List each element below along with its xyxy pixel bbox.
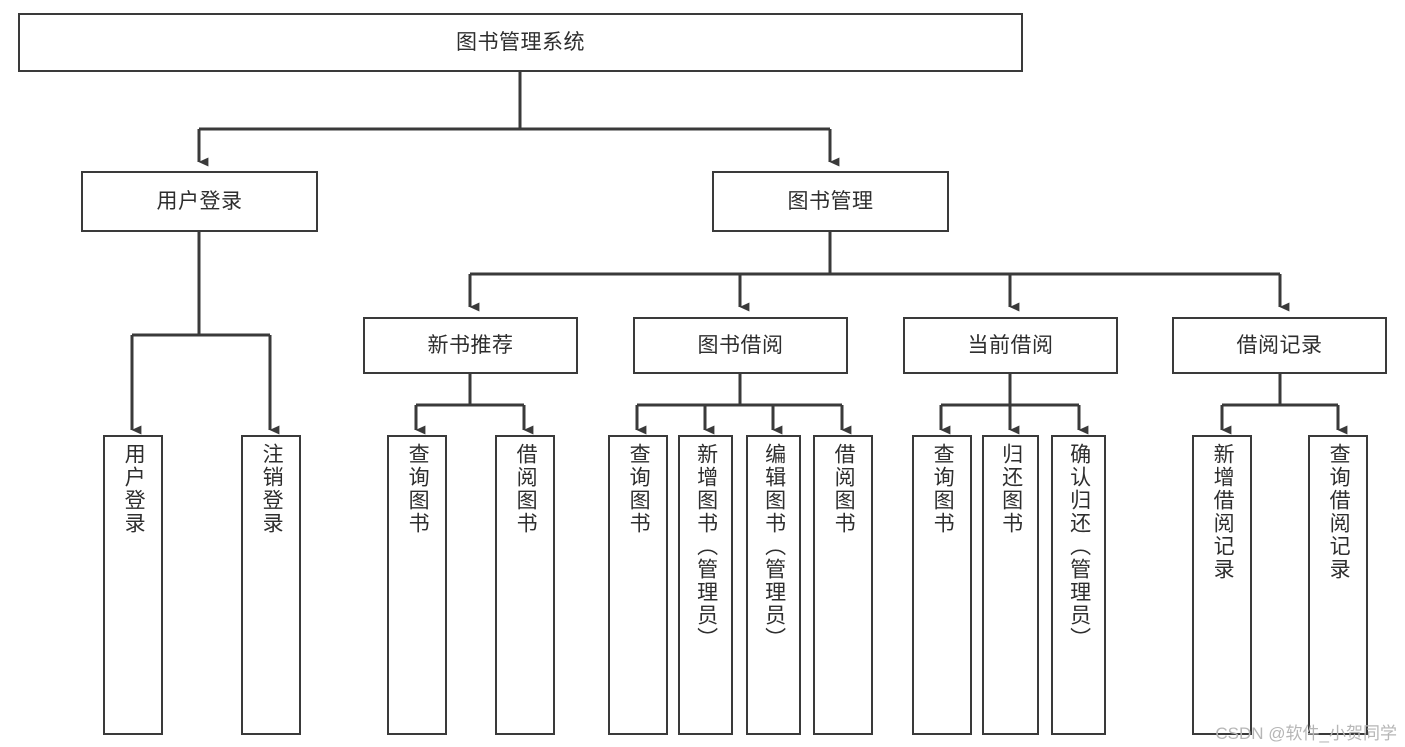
node-leaf-borrow-book-2-label: 借阅图书 [832,443,856,535]
node-new-book-rec[interactable]: 新书推荐 [363,317,578,374]
node-leaf-add-borrow-record-label: 新增借阅记录 [1211,443,1235,581]
node-leaf-edit-book-admin-label: 编辑图书（管理员） [762,443,786,650]
node-leaf-logout-label: 注销登录 [260,443,284,535]
node-leaf-query-book-3[interactable]: 查询图书 [912,435,972,735]
node-book-borrow-label: 图书借阅 [697,333,784,357]
node-leaf-borrow-book-1-label: 借阅图书 [514,443,538,535]
node-leaf-add-borrow-record[interactable]: 新增借阅记录 [1192,435,1252,735]
node-user-login[interactable]: 用户登录 [81,171,318,232]
node-leaf-query-book-2[interactable]: 查询图书 [608,435,668,735]
node-borrow-record-label: 借阅记录 [1236,333,1323,357]
node-leaf-query-book-1-label: 查询图书 [406,443,430,535]
node-leaf-user-login[interactable]: 用户登录 [103,435,163,735]
node-leaf-user-login-label: 用户登录 [122,443,146,535]
node-leaf-return-book-label: 归还图书 [999,443,1023,535]
node-root[interactable]: 图书管理系统 [18,13,1023,72]
node-new-book-rec-label: 新书推荐 [427,333,514,357]
node-leaf-return-book[interactable]: 归还图书 [982,435,1039,735]
node-borrow-record[interactable]: 借阅记录 [1172,317,1387,374]
node-leaf-edit-book-admin[interactable]: 编辑图书（管理员） [746,435,801,735]
node-leaf-query-book-2-label: 查询图书 [627,443,651,535]
node-leaf-confirm-return-admin-label: 确认归还（管理员） [1067,443,1091,650]
node-current-borrow[interactable]: 当前借阅 [903,317,1118,374]
node-book-manage[interactable]: 图书管理 [712,171,949,232]
node-leaf-borrow-book-2[interactable]: 借阅图书 [813,435,873,735]
node-leaf-confirm-return-admin[interactable]: 确认归还（管理员） [1051,435,1106,735]
node-current-borrow-label: 当前借阅 [967,333,1054,357]
node-leaf-query-borrow-record[interactable]: 查询借阅记录 [1308,435,1368,735]
node-book-manage-label: 图书管理 [787,189,874,213]
node-leaf-query-borrow-record-label: 查询借阅记录 [1327,443,1351,581]
node-book-borrow[interactable]: 图书借阅 [633,317,848,374]
node-leaf-borrow-book-1[interactable]: 借阅图书 [495,435,555,735]
node-leaf-query-book-3-label: 查询图书 [931,443,955,535]
node-root-label: 图书管理系统 [456,30,585,54]
node-leaf-add-book-admin[interactable]: 新增图书（管理员） [678,435,733,735]
node-leaf-query-book-1[interactable]: 查询图书 [387,435,447,735]
node-user-login-label: 用户登录 [156,189,243,213]
node-leaf-add-book-admin-label: 新增图书（管理员） [694,443,718,650]
node-leaf-logout[interactable]: 注销登录 [241,435,301,735]
